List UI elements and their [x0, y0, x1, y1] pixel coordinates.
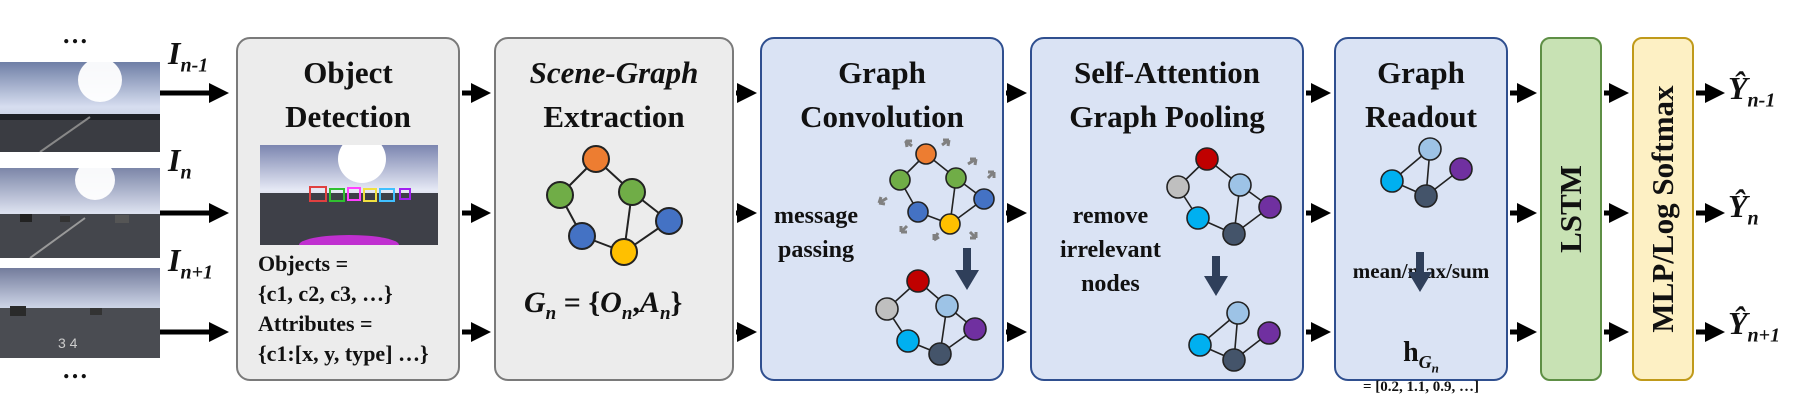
conv-graph-top	[877, 138, 996, 242]
conv-down-arrow	[955, 248, 979, 290]
input-label-n-plus-1: In+1	[168, 242, 213, 284]
input-label-n: In	[168, 142, 192, 184]
pool-down-arrow	[1204, 256, 1228, 296]
pool-graph-top	[1166, 147, 1282, 246]
readout-vector-symbol: hGn	[1403, 337, 1439, 376]
readout-down-arrow	[1408, 252, 1432, 292]
lstm-box: LSTM	[1540, 37, 1602, 381]
object-detection-title-line2: Detection	[285, 99, 411, 134]
remove-nodes-label: remove irrelevant nodes	[1060, 203, 1161, 297]
graph-readout-title-line1: Graph	[1377, 55, 1465, 90]
pool-graph-bottom	[1188, 301, 1281, 372]
graph-pooling-title-line2: Graph Pooling	[1069, 99, 1265, 134]
output-label-n: Ŷn	[1728, 188, 1759, 230]
graph-readout-box: Graph Readout mean/max/sum hGn = [0.2, 1…	[1334, 37, 1508, 395]
scene-graph-box: Scene-Graph Extraction Gn = {On,An}	[494, 37, 734, 381]
input-frame-1	[0, 62, 160, 152]
input-frame-2	[0, 168, 160, 258]
stage-arrows	[462, 83, 1726, 342]
graph-pooling-title-line1: Self-Attention	[1074, 55, 1260, 90]
sg-node-green-right	[618, 178, 646, 206]
input-arrows	[160, 83, 230, 342]
ellipsis-bottom: …	[62, 355, 88, 384]
graph-convolution-title-line2: Convolution	[800, 99, 964, 134]
detection-frame	[260, 145, 438, 245]
scene-graph-formula: Gn = {On,An}	[524, 286, 683, 324]
svg-text:3 4: 3 4	[58, 335, 78, 351]
output-label-n-plus-1: Ŷn+1	[1728, 305, 1781, 347]
objects-label: Objects = {c1, c2, c3, …} Attributes = {…	[258, 251, 429, 366]
scene-graph-title-line1: Scene-Graph	[529, 55, 699, 90]
object-detection-title-line1: Object	[303, 55, 393, 90]
output-label-n-minus-1: Ŷn-1	[1728, 70, 1776, 112]
graph-convolution-box: Graph Convolution message passing	[760, 37, 1004, 381]
input-label-n-minus-1: In-1	[168, 35, 209, 77]
sg-node-blue-right	[655, 207, 683, 235]
sg-node-orange	[582, 145, 610, 173]
readout-graph	[1380, 137, 1473, 208]
object-detection-box: Object Detection Objects = {c1, c2, c3, …	[236, 37, 460, 381]
ellipsis-top: …	[62, 20, 88, 49]
input-frame-3: 3 4	[0, 268, 160, 358]
message-passing-label: message passing	[774, 203, 858, 263]
scene-graph-title-line2: Extraction	[543, 99, 685, 134]
scene-graph-graph	[546, 145, 683, 266]
readout-vector-values: = [0.2, 1.1, 0.9, …]	[1362, 379, 1480, 395]
sg-node-yellow	[610, 238, 638, 266]
graph-convolution-title-line1: Graph	[838, 55, 926, 90]
graph-readout-title-line2: Readout	[1365, 99, 1477, 134]
sg-node-green-left	[546, 181, 574, 209]
mlp-softmax-box: MLP/Log Softmax	[1632, 37, 1694, 381]
sg-node-blue-left	[568, 222, 596, 250]
graph-pooling-box: Self-Attention Graph Pooling remove irre…	[1030, 37, 1304, 381]
conv-graph-bottom	[875, 269, 987, 366]
